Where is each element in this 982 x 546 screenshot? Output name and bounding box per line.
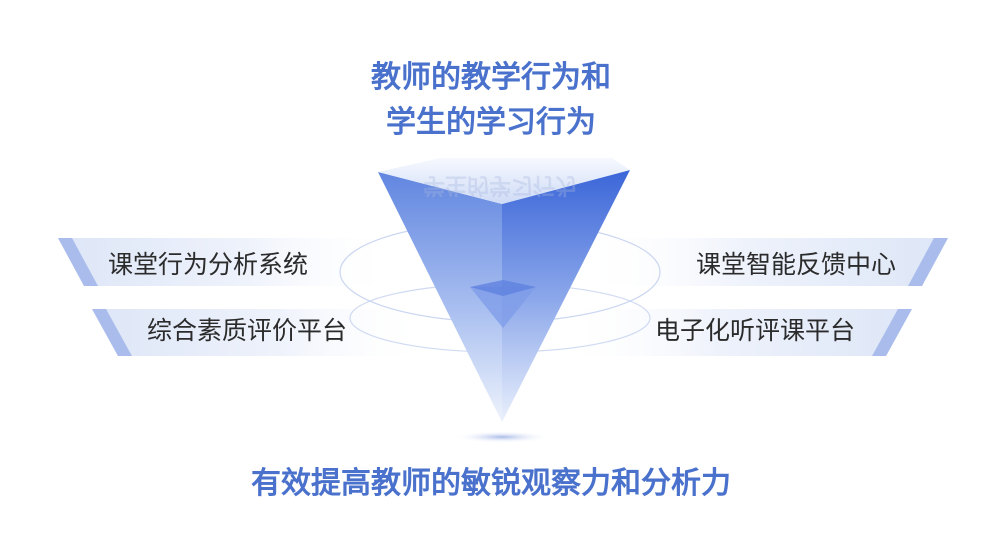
pyramid-shadow [454,431,550,443]
right-band-2 [560,309,912,356]
left-band-label-classroom-behavior: 课堂行为分析系统 [108,250,309,279]
pyramid-reflection: 学生的学习行为 [423,172,577,198]
left-band-1 [58,238,400,286]
title-line-2: 学生的学习行为 [386,105,596,140]
bottom-caption: 有效提高教师的敏锐观察力和分析力 [251,466,731,501]
left-band-2 [92,309,430,356]
right-band-1 [580,238,948,286]
right-band-label-lesson-review: 电子化听评课平台 [654,316,855,345]
left-band-label-quality-evaluation: 综合素质评价平台 [147,316,348,345]
inverted-pyramid [378,158,630,422]
title-line-1: 教师的教学行为和 [371,60,611,95]
right-band-label-feedback-center: 课堂智能反馈中心 [695,250,896,279]
